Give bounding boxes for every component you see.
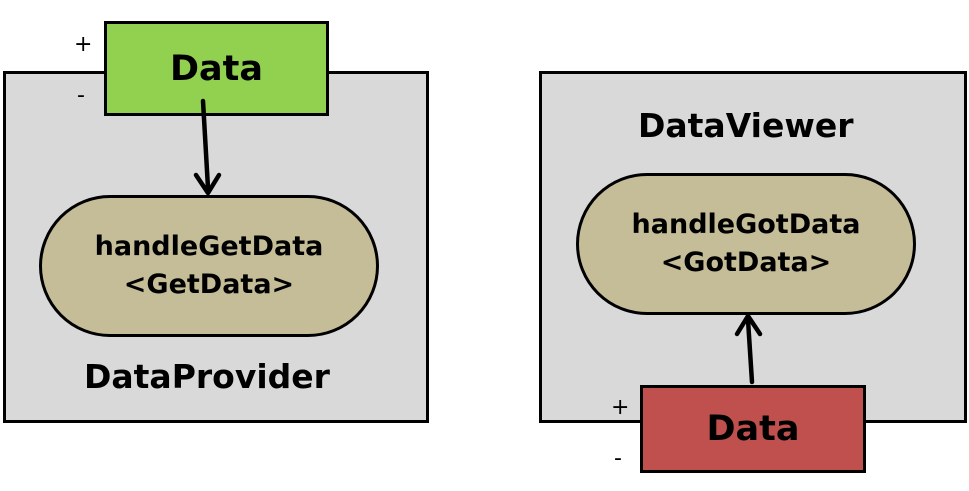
- handle-get-data-handler: handleGetData <GetData>: [39, 195, 379, 337]
- viewer-data-port: Data: [640, 385, 866, 473]
- handler-message: <GetData>: [123, 269, 295, 300]
- viewer-minus-sign: -: [614, 446, 622, 471]
- provider-plus-sign: +: [74, 32, 93, 57]
- handler-name: handleGotData: [631, 209, 861, 241]
- dataprovider-title: DataProvider: [84, 357, 330, 396]
- handle-got-data-handler: handleGotData <GotData>: [576, 173, 916, 315]
- provider-minus-sign: -: [77, 83, 85, 108]
- dataviewer-title: DataViewer: [638, 106, 854, 145]
- handler-name: handleGetData: [94, 231, 324, 263]
- viewer-arrow: [734, 313, 763, 385]
- viewer-plus-sign: +: [611, 395, 630, 420]
- provider-data-port: Data: [104, 21, 329, 116]
- provider-arrow: [193, 98, 222, 196]
- handler-message: <GotData>: [660, 247, 832, 278]
